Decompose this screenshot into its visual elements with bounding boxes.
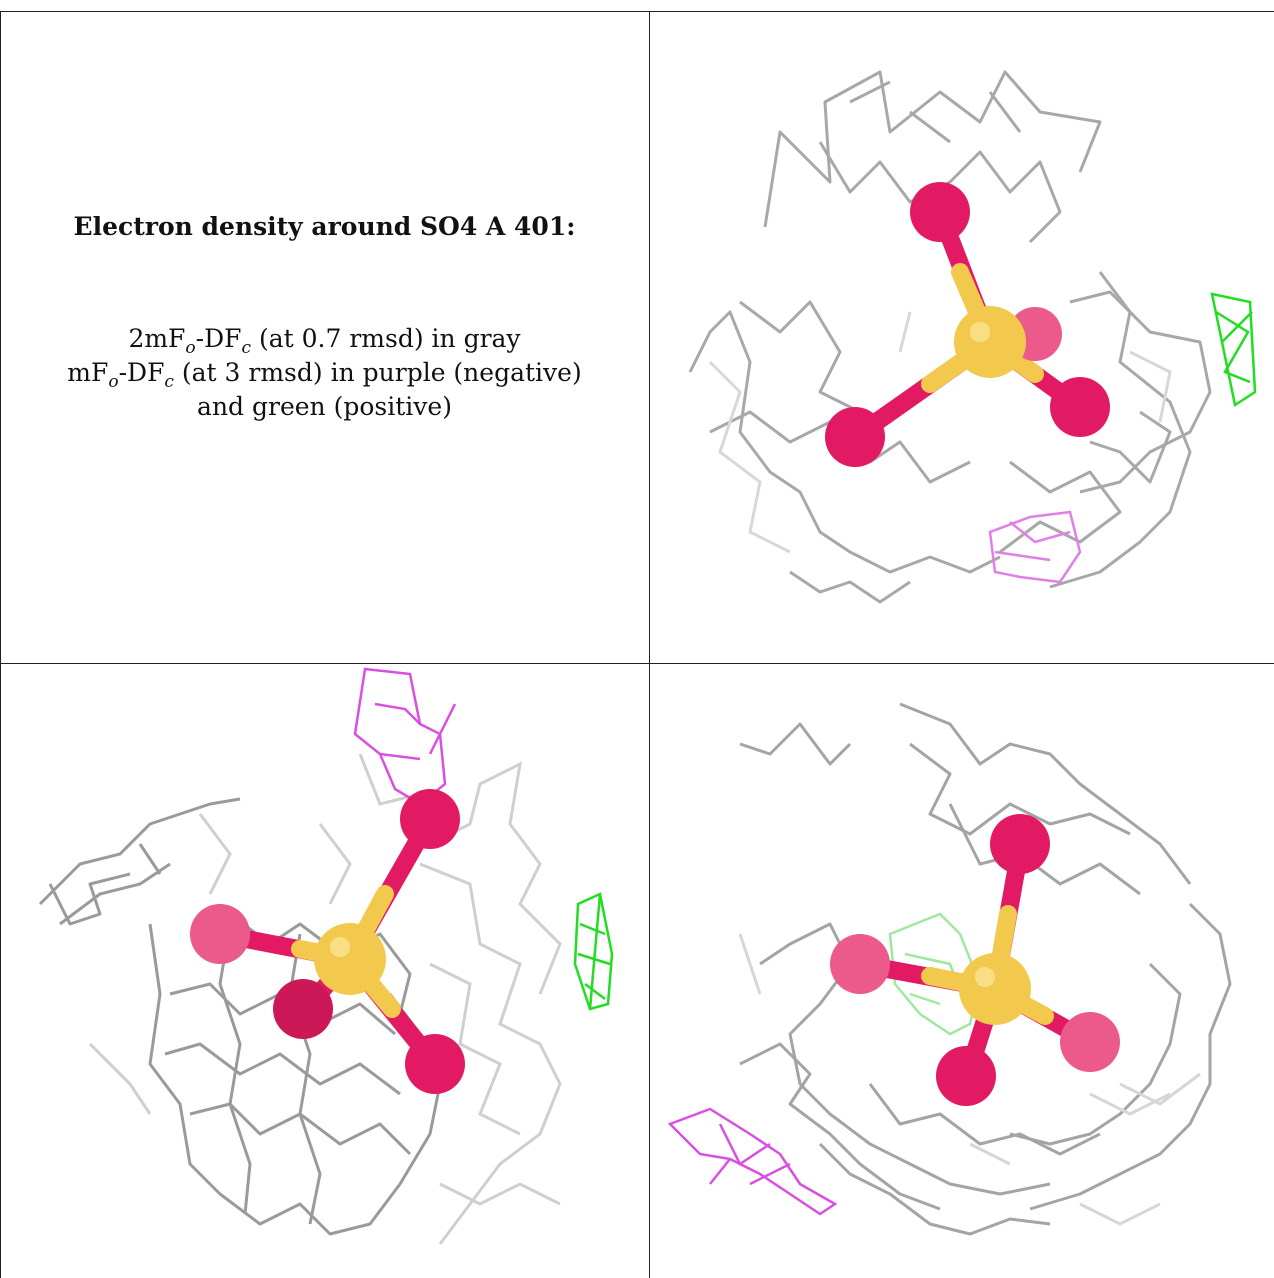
- sulfate-molecule: [190, 789, 465, 1094]
- mesh-2fofc-back: [708, 311, 1172, 554]
- caption-panel: Electron density around SO4 A 401: 2mFo-…: [0, 0, 649, 663]
- mesh-negative: [988, 510, 1082, 584]
- grid-rule-top: [0, 11, 1274, 12]
- caption-title: Electron density around SO4 A 401:: [73, 212, 576, 241]
- mesh-2fofc: [38, 797, 442, 1236]
- sulfate-molecule: [830, 814, 1120, 1106]
- oxygen-atom: [910, 182, 970, 242]
- sulfur-atom: [959, 953, 1031, 1025]
- oxygen-atom: [273, 979, 333, 1039]
- oxygen-atom: [830, 934, 890, 994]
- grid-rule-middle: [0, 663, 1274, 664]
- density-view-1: [688, 70, 1257, 604]
- sulfur-atom: [314, 923, 386, 995]
- density-view-2: [38, 667, 614, 1245]
- mesh-negative: [667, 1107, 838, 1216]
- oxygen-atom: [936, 1046, 996, 1106]
- sulfur-atom: [954, 306, 1026, 378]
- mesh-2fofc-back: [738, 933, 1201, 1226]
- oxygen-atom: [1060, 1012, 1120, 1072]
- mesh-positive: [1210, 292, 1257, 408]
- view-top-right: [650, 12, 1274, 663]
- oxygen-atom: [400, 789, 460, 849]
- oxygen-atom: [990, 814, 1050, 874]
- view-bottom-left: [0, 664, 649, 1278]
- mesh-negative: [353, 667, 457, 806]
- caption-line-colors: and green (positive): [197, 392, 452, 421]
- mesh-2fofc: [688, 70, 1212, 604]
- caption-line-2fofc: 2mFo-DFc (at 0.7 rmsd) in gray: [128, 324, 521, 358]
- oxygen-atom: [825, 407, 885, 467]
- oxygen-atom: [1050, 377, 1110, 437]
- oxygen-atom: [405, 1034, 465, 1094]
- mesh-positive: [573, 892, 614, 1011]
- grid-rule-center: [649, 11, 650, 1278]
- sulfate-molecule: [825, 182, 1110, 467]
- view-bottom-right: [650, 664, 1274, 1278]
- oxygen-atom: [190, 904, 250, 964]
- caption-line-fofc: mFo-DFc (at 3 rmsd) in purple (negative): [67, 358, 582, 392]
- density-view-3: [667, 702, 1232, 1236]
- grid-rule-left: [0, 11, 1, 1278]
- mesh-2fofc: [739, 702, 1232, 1236]
